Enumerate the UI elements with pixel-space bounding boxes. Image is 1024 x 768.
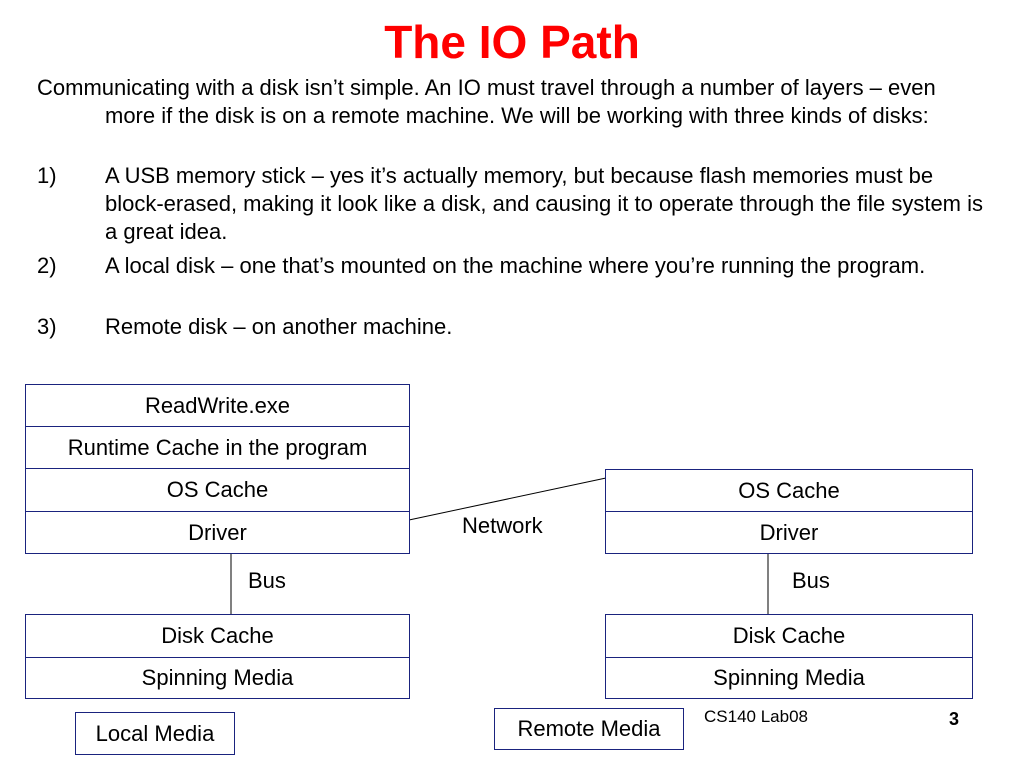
list-text: A local disk – one that’s mounted on the… [105, 253, 926, 278]
intro-paragraph: Communicating with a disk isn’t simple. … [37, 75, 936, 128]
local-stack-app: ReadWrite.exe [25, 384, 410, 427]
network-label: Network [462, 513, 543, 538]
page-number: 3 [949, 709, 960, 729]
list-number: 1) [37, 163, 57, 188]
remote-media-label: Remote Media [494, 708, 684, 750]
network-line [408, 477, 607, 521]
remote-bus-label: Bus [792, 568, 830, 593]
local-disk-cache: Disk Cache [25, 614, 410, 658]
list-text: Remote disk – on another machine. [105, 314, 453, 339]
remote-stack-driver: Driver [605, 511, 973, 554]
list-number: 3) [37, 314, 57, 339]
remote-disk-cache: Disk Cache [605, 614, 973, 658]
list-text: A USB memory stick – yes it’s actually m… [105, 163, 984, 244]
local-stack-runtime-cache: Runtime Cache in the program [25, 426, 410, 469]
local-spinning-media: Spinning Media [25, 657, 410, 699]
local-media-label: Local Media [75, 712, 235, 755]
slide-title: The IO Path [384, 16, 640, 68]
local-bus-label: Bus [248, 568, 286, 593]
local-stack-driver: Driver [25, 511, 410, 554]
remote-stack-os-cache: OS Cache [605, 469, 973, 512]
remote-spinning-media: Spinning Media [605, 657, 973, 699]
local-stack-os-cache: OS Cache [25, 468, 410, 512]
footer-course: CS140 Lab08 [704, 707, 808, 726]
list-number: 2) [37, 253, 57, 278]
